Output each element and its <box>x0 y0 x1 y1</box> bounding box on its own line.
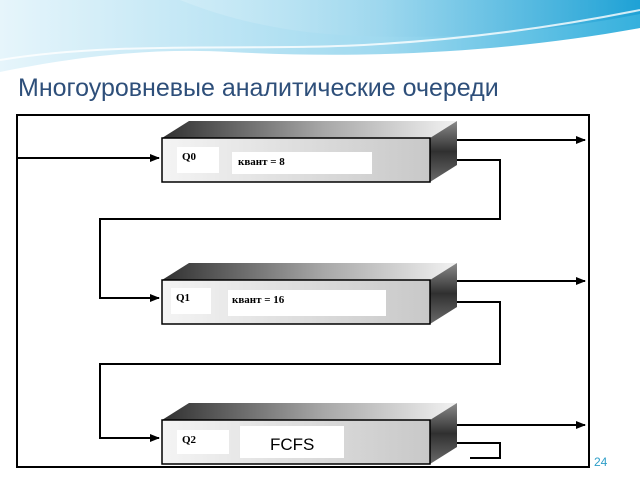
queue-q0-top-face <box>162 121 457 138</box>
header-wave-decoration <box>0 0 640 72</box>
queue-q0: Q0 квант = 8 <box>161 121 457 183</box>
wave-band-dark <box>180 0 640 37</box>
queue-q2-label-box <box>240 426 344 458</box>
queue-q0-name-box <box>177 147 219 173</box>
queue-q0-side-face <box>430 121 457 182</box>
slide-title: Многоуровневые аналитические очереди <box>18 74 499 102</box>
queue-q2-side-face <box>430 403 457 464</box>
queue-q1: Q1 квант = 16 <box>161 263 457 325</box>
flow-line-q2-return <box>457 442 501 459</box>
page-number: 24 <box>594 455 608 469</box>
wave-line <box>0 9 640 61</box>
queue-q1-name-box <box>171 288 211 314</box>
queue-q2-label: FCFS <box>270 435 314 454</box>
queue-q1-label: квант = 16 <box>232 294 285 306</box>
flow-line-q0-to-q1 <box>99 159 501 302</box>
queue-q2-name: Q2 <box>182 434 197 446</box>
queue-q2-name-box <box>177 430 229 454</box>
queue-q0-name: Q0 <box>182 151 197 163</box>
flow-line-q1-to-q2 <box>99 301 501 442</box>
queue-q1-top-face <box>162 263 457 280</box>
queue-q1-side-face <box>430 263 457 324</box>
queue-q1-label-box <box>228 290 386 316</box>
queue-q2: Q2 FCFS <box>161 403 457 465</box>
queue-q0-label: квант = 8 <box>238 156 285 168</box>
queue-q1-name: Q1 <box>176 292 190 304</box>
queue-q0-label-box <box>232 152 372 174</box>
queue-q2-top-face <box>162 403 457 420</box>
